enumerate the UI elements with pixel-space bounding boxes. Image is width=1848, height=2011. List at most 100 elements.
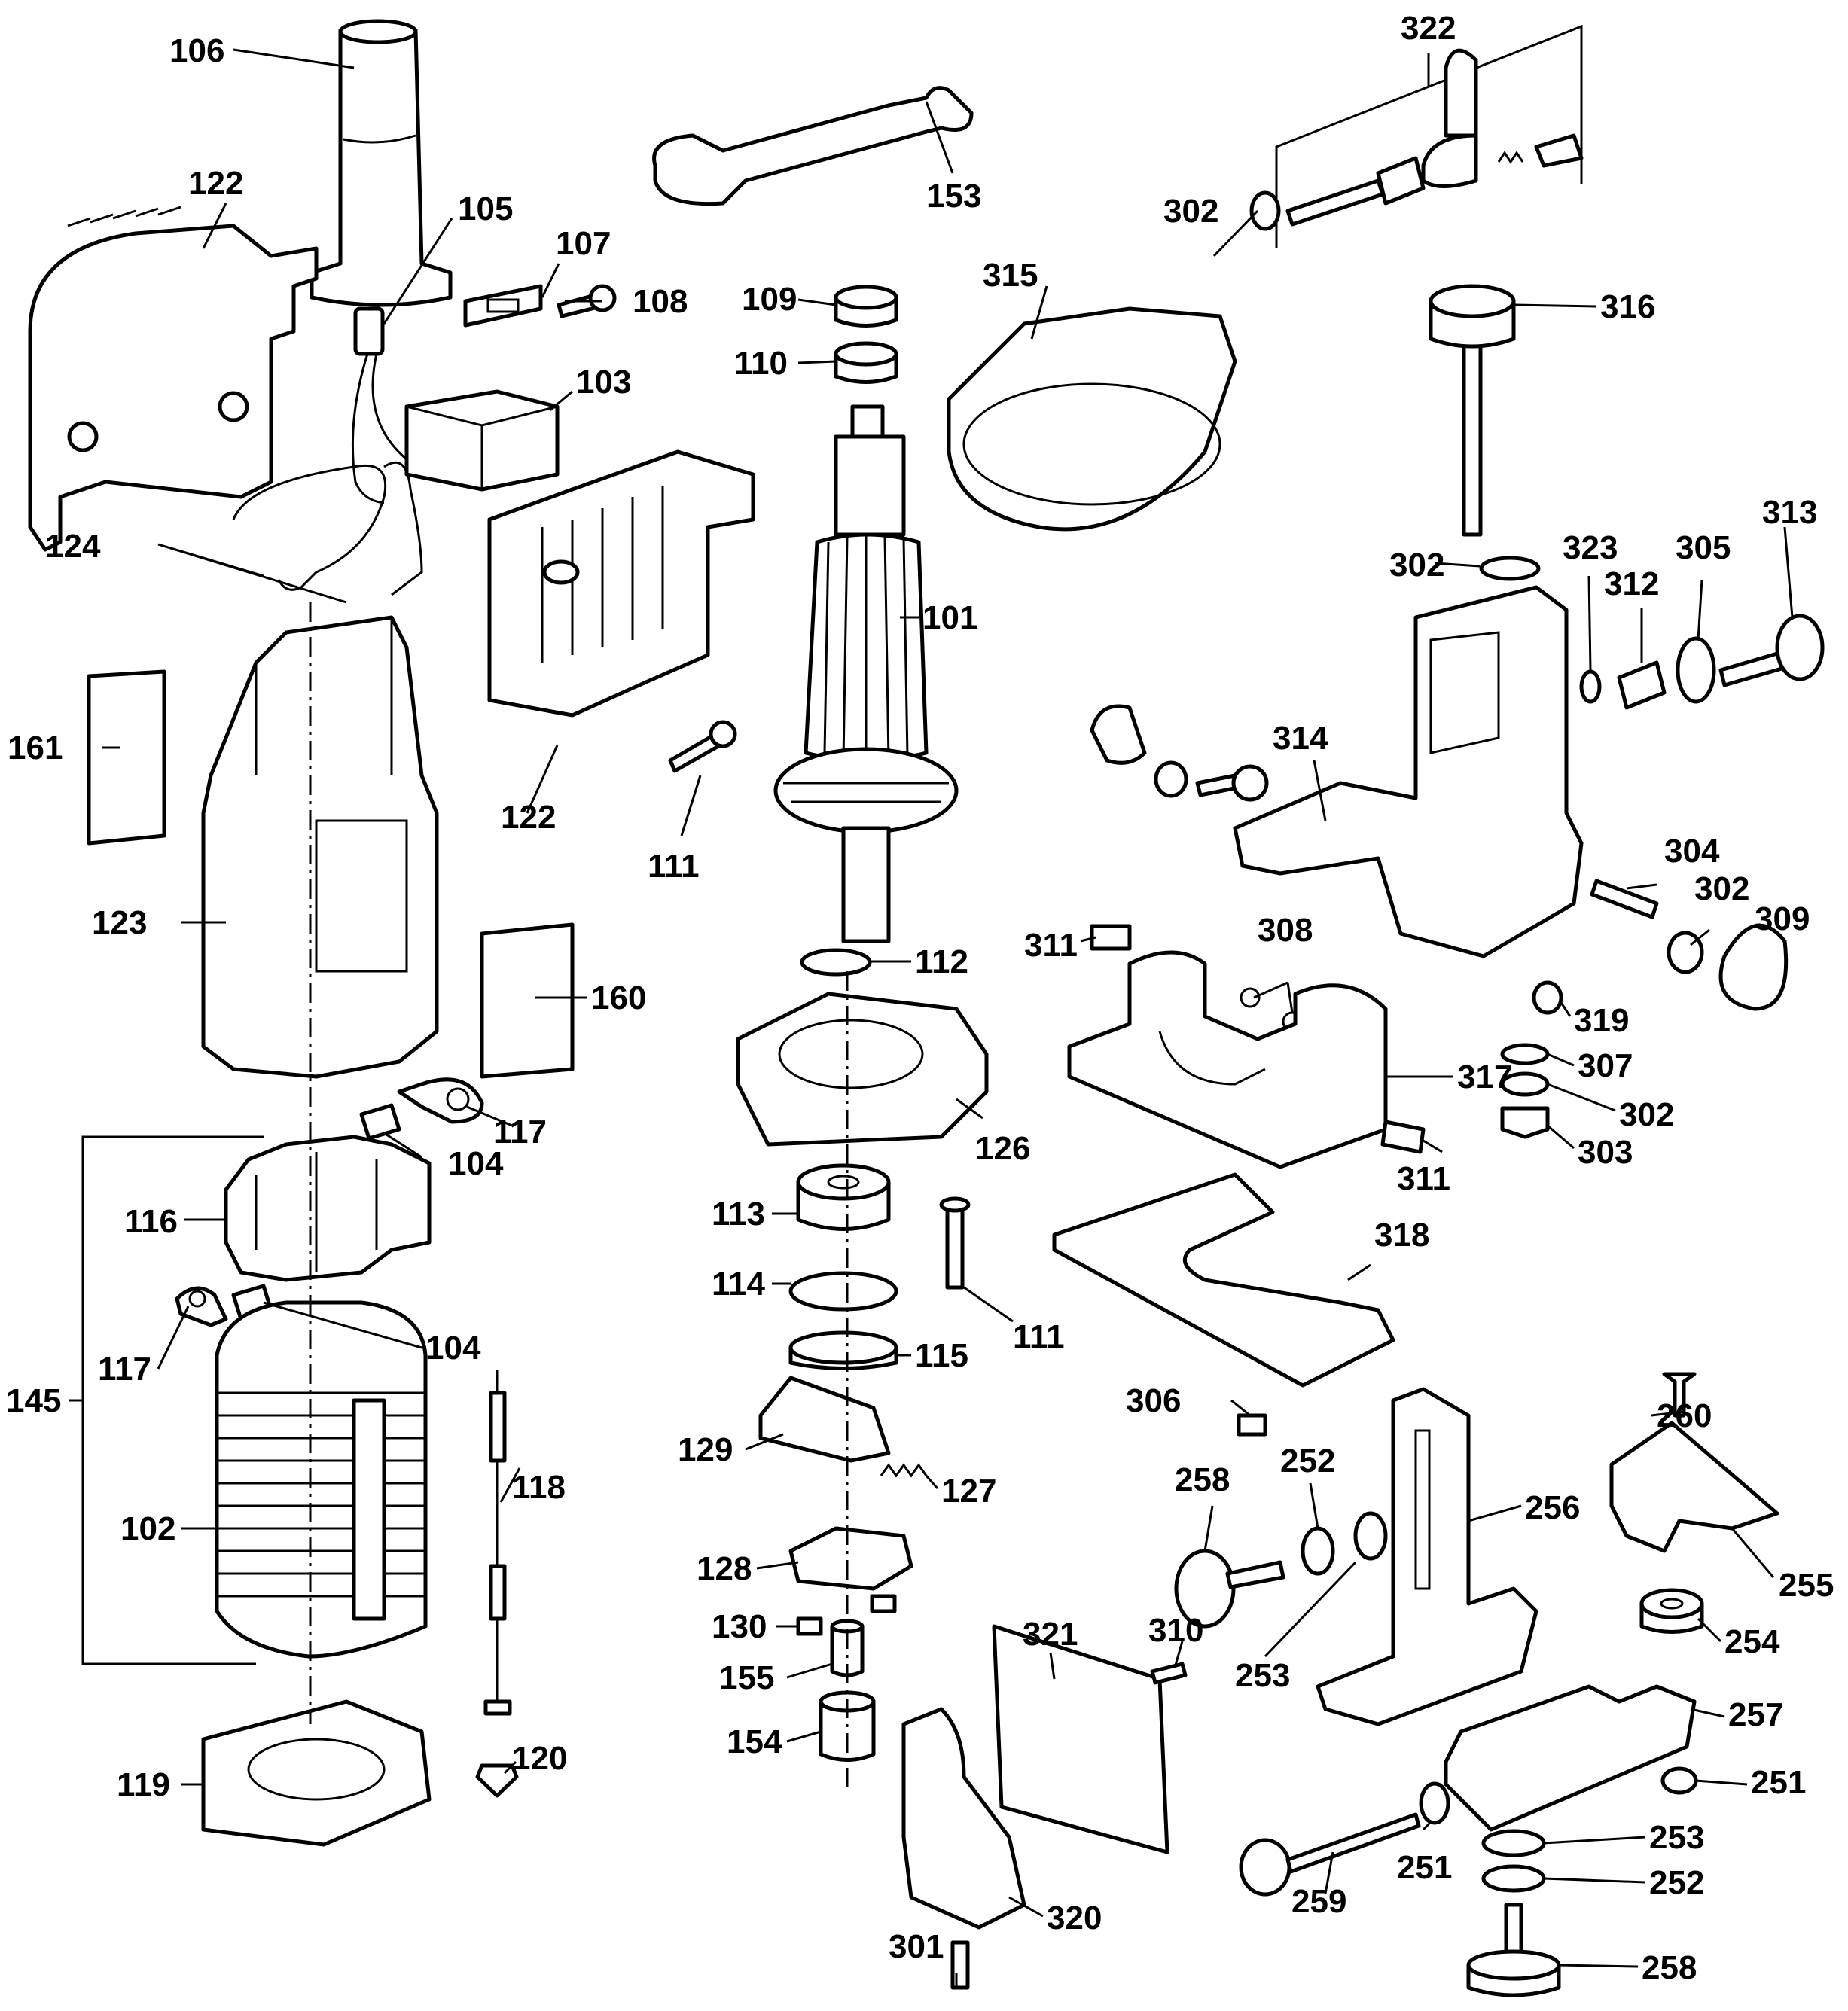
knob-part [1718,923,1789,1011]
label-256: 256 [1525,1489,1580,1526]
baffle-part [201,1699,432,1847]
label-153: 153 [926,178,981,215]
label-316: 316 [1600,288,1655,325]
label-253: 253 [1649,1819,1704,1856]
clamp-lever-part [1285,48,1584,227]
tilt-bracket-part [1233,585,1584,958]
plate-part [788,1526,913,1591]
screw-part [796,1616,823,1636]
label-322: 322 [1401,10,1456,47]
base-plate-part [1052,1172,1395,1388]
spindle-lock-part [758,1376,891,1463]
label-105: 105 [458,190,513,227]
label-128: 128 [697,1550,752,1587]
label-308: 308 [1258,912,1313,949]
adjusting-knob-screw-part [1429,284,1516,537]
screw-part [668,720,737,773]
label-318: 318 [1374,1217,1429,1254]
label-303: 303 [1578,1134,1633,1171]
label-104: 104 [425,1330,481,1367]
label-113: 113 [712,1196,765,1232]
fence-plate-part [992,1624,1169,1854]
label-127: 127 [941,1473,996,1510]
label-253: 253 [1235,1657,1290,1694]
bearing-retainer-part [788,1330,898,1370]
washer-part [1353,1511,1388,1561]
washer-part [1479,556,1541,581]
label-317: 317 [1457,1059,1512,1095]
label-106: 106 [169,32,224,69]
collet-nut-part [819,1690,876,1762]
label-258: 258 [1642,1949,1697,1986]
label-307: 307 [1578,1047,1633,1084]
screw-part [870,1594,897,1613]
label-257: 257 [1728,1696,1783,1733]
label-110: 110 [734,345,788,382]
ball-bearing-part [796,1163,891,1231]
washer-part [1676,636,1716,704]
label-311: 311 [1024,927,1078,964]
washer-part [1301,1526,1335,1576]
label-119: 119 [117,1766,170,1803]
label-254: 254 [1724,1623,1780,1660]
label-319: 319 [1574,1002,1629,1039]
cord-clamp-part [463,284,543,328]
spring-part [880,1463,928,1478]
knob-part [1466,1903,1561,1997]
label-109: 109 [742,281,797,318]
label-122: 122 [501,799,556,836]
bearing-part [834,341,898,384]
label-102: 102 [120,1510,175,1547]
label-103: 103 [576,364,631,401]
leader-lines [102,48,1794,1988]
label-312: 312 [1604,565,1659,602]
gear-housing-part [736,992,989,1147]
label-302: 302 [1619,1096,1674,1133]
screw-part [1590,879,1659,919]
part-labels: 106 105 107 108 122 103 124 122 111 161 … [6,10,1834,1986]
tilt-base-part [1067,950,1388,1169]
label-255: 255 [1779,1567,1834,1604]
label-302: 302 [1389,547,1444,583]
washer-part [1481,1864,1546,1893]
e-ring-part [1240,987,1261,1008]
label-315: 315 [983,257,1038,294]
label-107: 107 [556,225,611,262]
label-321: 321 [1023,1616,1078,1653]
label-155: 155 [719,1659,774,1696]
label-309: 309 [1755,900,1810,937]
label-160: 160 [591,980,646,1016]
screw-part [1237,1413,1267,1437]
label-114: 114 [712,1266,766,1303]
knob-screw-part [1718,614,1825,687]
brush-spring-part [175,1286,228,1327]
label-310: 310 [1148,1612,1203,1649]
label-311: 311 [1397,1160,1450,1197]
field-coil-part [215,1300,428,1659]
label-sticker-part [480,922,575,1079]
label-123: 123 [92,904,147,941]
label-258: 258 [1175,1461,1230,1498]
switch-part [404,389,560,492]
pin-part [1380,1120,1426,1154]
label-259: 259 [1291,1883,1346,1920]
label-118: 118 [512,1469,566,1506]
bushing-part [1617,660,1667,710]
label-302: 302 [1163,193,1218,230]
assembly-bracket-145 [69,1135,264,1665]
label-129: 129 [678,1431,733,1468]
guide-base-part [1444,1684,1697,1832]
label-161: 161 [8,730,63,766]
housing-half-left-part [28,206,319,552]
nut-part [1419,1781,1450,1825]
retaining-ring-part [788,1271,898,1312]
threaded-rod-part [483,1370,512,1716]
label-252: 252 [1280,1443,1335,1479]
label-154: 154 [727,1723,782,1760]
screw-part [950,1940,970,1990]
label-120: 120 [512,1740,567,1777]
roller-bearing-part [1639,1588,1704,1634]
washer-part [1249,190,1281,231]
label-305: 305 [1676,529,1731,566]
